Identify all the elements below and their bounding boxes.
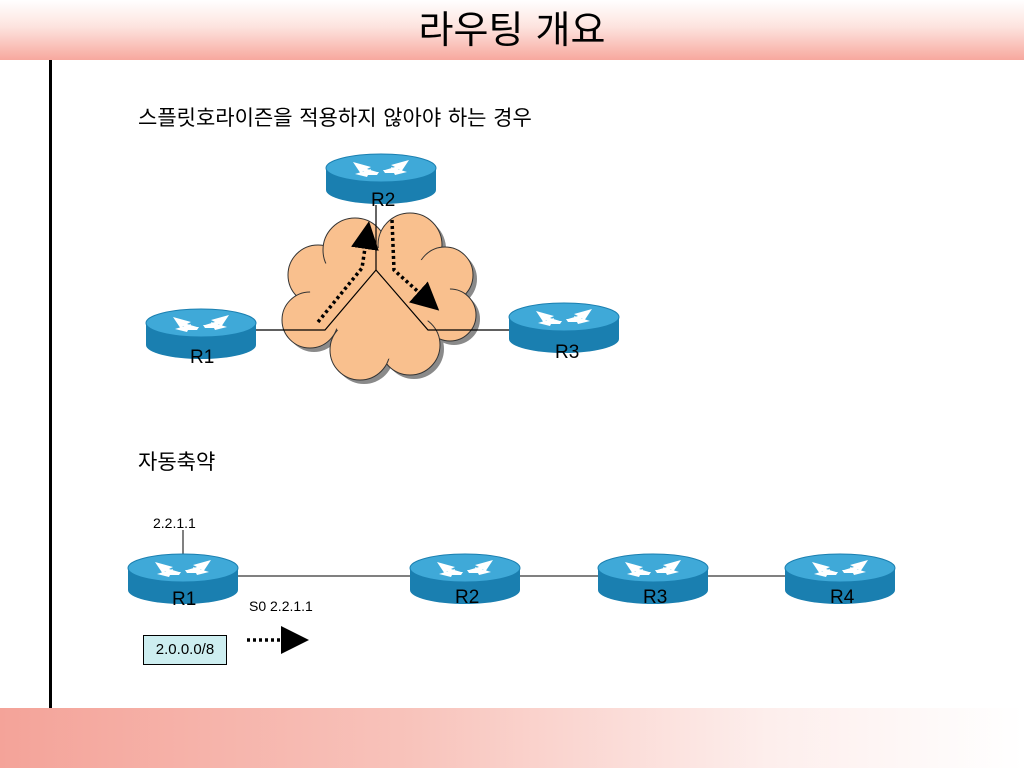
footer-bar	[0, 708, 1024, 768]
router-r2-bottom-label: R2	[455, 587, 479, 608]
left-vertical-rule	[49, 60, 52, 708]
router-r1-bottom-label: R1	[172, 589, 196, 610]
summary-links	[182, 530, 786, 577]
router-r4-bottom-label: R4	[830, 587, 855, 608]
auto-summary-heading: 자동축약	[138, 450, 216, 474]
title-bar	[0, 0, 1024, 60]
serial-interface-label: S0 2.2.1.1	[249, 598, 313, 614]
frame-relay-cloud	[281, 212, 480, 384]
router-r1-top-label: R1	[190, 347, 214, 368]
summary-prefix-box: 2.0.0.0/8	[143, 635, 227, 665]
split-horizon-heading: 스플릿호라이즌을 적용하지 않아야 하는 경우	[138, 106, 532, 130]
loopback-ip-label: 2.2.1.1	[153, 515, 196, 531]
router-r2-top-label: R2	[371, 190, 395, 211]
slide-title: 라우팅 개요	[418, 8, 606, 52]
router-r3-bottom-label: R3	[643, 587, 667, 608]
router-r3-top-label: R3	[555, 342, 579, 363]
split-horizon-arrows	[316, 219, 440, 324]
